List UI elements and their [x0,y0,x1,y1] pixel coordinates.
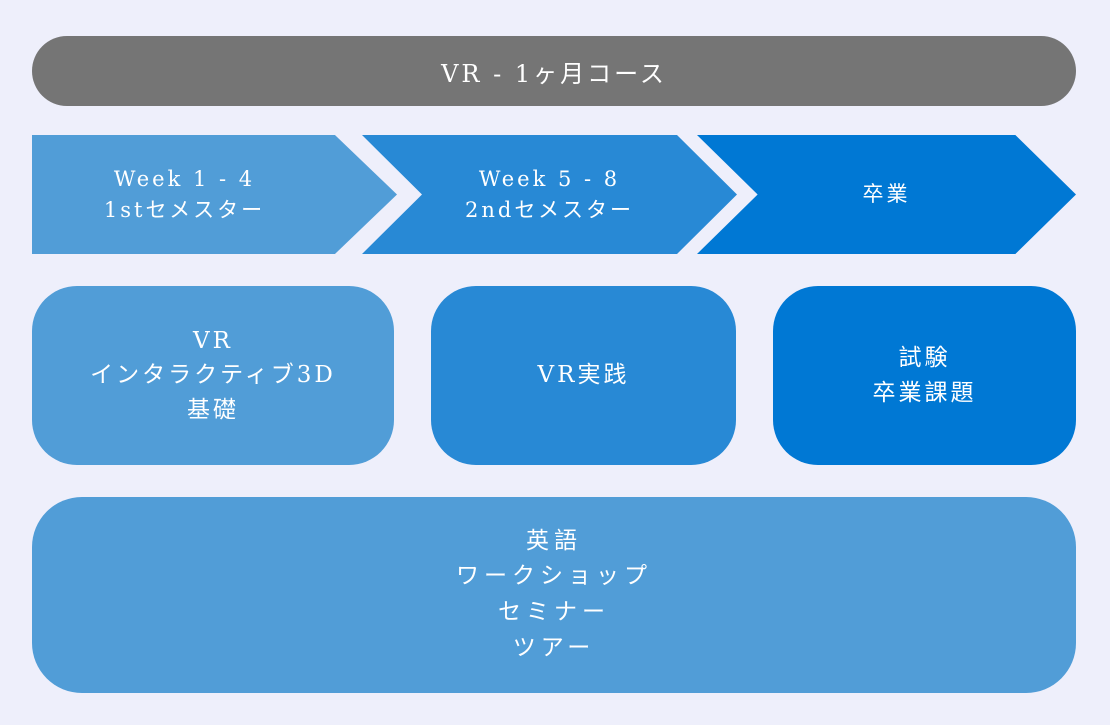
module-line: 試験 [898,345,951,371]
extras-line: セミナー [498,599,610,625]
phase-semester: 2ndセメスター [465,197,634,222]
extras-line: ワークショップ [456,563,652,590]
phase-chevron-graduation: 卒業 [697,135,1076,254]
module-line: 基礎 [187,396,239,423]
phase-semester: 1stセメスター [103,197,266,222]
phase-chevron-2: Week 5 - 8 2ndセメスター [362,135,737,254]
module-box-exam: 試験 卒業課題 [773,286,1076,465]
module-line: VR [193,327,233,354]
extras-line: 英語 [526,527,582,554]
phase-chevron-1: Week 1 - 4 1stセメスター [32,135,397,254]
module-box-practice: VR実践 [431,286,736,465]
phase-weeks: Week 5 - 8 [478,167,621,192]
extras-line: ツアー [512,634,596,661]
module-line: VR実践 [537,362,630,389]
phase-weeks: Week 1 - 4 [113,167,256,192]
course-title: VR - 1ヶ月コース [441,59,667,88]
module-line: インタラクティブ3D [90,362,336,389]
phase-label: 卒業 [862,182,911,207]
course-title-banner: VR - 1ヶ月コース [32,36,1076,106]
module-line: 卒業課題 [872,379,977,406]
extras-box: 英語 ワークショップ セミナー ツアー [32,497,1076,693]
module-box-basics: VR インタラクティブ3D 基礎 [32,286,394,465]
